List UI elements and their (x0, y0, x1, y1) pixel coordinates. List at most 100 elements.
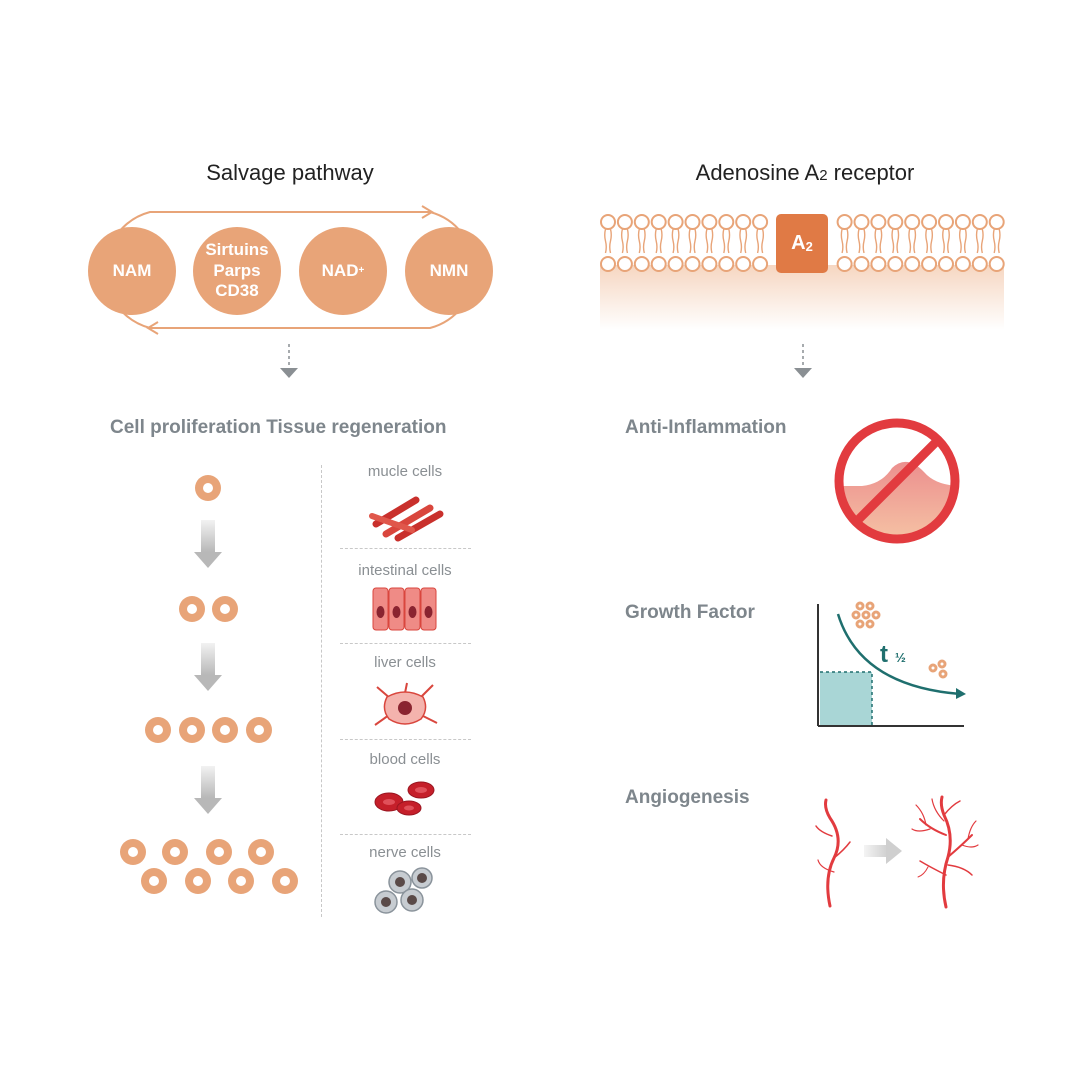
nmn-node: NMN (405, 227, 493, 315)
lipid-head (684, 256, 701, 272)
lipid-bilayer-icon (600, 214, 1005, 272)
lipid-tail (642, 228, 646, 254)
vertical-divider (321, 465, 322, 917)
lipid-tail (671, 228, 675, 254)
lipid-head (600, 256, 616, 272)
blood-cells-label: blood cells (369, 751, 441, 768)
muscle-cells-label: mucle cells (367, 463, 443, 480)
cell-stage2 (179, 596, 205, 622)
half-life-sub: ½ (895, 650, 906, 665)
lipid-tail (609, 228, 612, 254)
lipid-head (718, 214, 735, 230)
lipid-head (616, 214, 633, 230)
list-divider (340, 548, 471, 549)
lipid-head (853, 256, 870, 272)
cell-stage8 (120, 839, 146, 865)
nam-label: NAM (112, 260, 152, 280)
lipid-tail (727, 228, 731, 254)
lipid-head (616, 256, 633, 272)
cell-stage8 (141, 868, 167, 894)
cell-stage8 (248, 839, 274, 865)
lipid-head (954, 256, 971, 272)
lipid-head (633, 256, 650, 272)
lipid-head (938, 214, 954, 230)
salvage-pathway-title: Salvage pathway (206, 160, 374, 185)
lipid-tail (980, 228, 984, 254)
lipid-head (650, 214, 667, 230)
nam-node: NAM (88, 227, 176, 315)
lipid-head (921, 256, 938, 272)
lipid-head (988, 256, 1005, 272)
muscle-cells-icon (369, 496, 444, 542)
list-divider (340, 739, 471, 740)
lipid-tail (891, 228, 895, 254)
angiogenesis-arrow (864, 838, 902, 864)
lipid-tail (879, 228, 883, 254)
lipid-tail (710, 228, 714, 254)
a2-receptor-main: A (791, 232, 806, 254)
lipid-tail (604, 228, 607, 254)
lipid-head (600, 214, 616, 230)
lipid-tail (874, 228, 878, 254)
lipid-head (735, 214, 752, 230)
adenosine-title-sub: 2 (819, 167, 828, 184)
cell-stage8 (272, 868, 298, 894)
adenosine-title: Adenosine A2 receptor (640, 160, 970, 186)
adenosine-title-main: Adenosine A (695, 160, 820, 185)
lipid-tail (925, 228, 929, 254)
cell-stage2 (212, 596, 238, 622)
lipid-tail (896, 228, 900, 254)
lipid-head (650, 256, 667, 272)
lipid-tail (625, 228, 629, 254)
stage-arrow-3 (194, 766, 222, 814)
lipid-head (887, 214, 904, 230)
sirtuins-parps-cd38-node: Sirtuins Parps CD38 (193, 227, 281, 315)
cell-stage8 (162, 839, 188, 865)
cd38-label: CD38 (215, 281, 259, 301)
angiogenesis-label: Angiogenesis (625, 787, 750, 808)
lipid-head (921, 214, 938, 230)
nmn-label: NMN (429, 260, 469, 280)
lipid-tail (862, 228, 866, 254)
lipid-head (971, 256, 988, 272)
lipid-tail (722, 228, 726, 254)
half-life-graph-icon: t ½ (817, 601, 966, 727)
lipid-head (904, 214, 921, 230)
lipid-head (971, 214, 988, 230)
cell-stage8 (228, 868, 254, 894)
cell-stage4 (179, 717, 205, 743)
lipid-tail (705, 228, 709, 254)
lipid-tail (654, 228, 658, 254)
lipid-head (701, 256, 718, 272)
lipid-tail (913, 228, 917, 254)
lipid-tail (761, 228, 765, 254)
lipid-tail (992, 228, 996, 254)
lipid-head (667, 256, 684, 272)
half-life-t: t (880, 641, 888, 668)
lipid-tail (637, 228, 641, 254)
lipid-head (988, 214, 1005, 230)
lipid-tail (997, 228, 1001, 254)
cell-stage8 (206, 839, 232, 865)
vessel-after-icon (911, 795, 979, 909)
lipid-tail (676, 228, 680, 254)
cell-stage4 (145, 717, 171, 743)
cell-stage1 (195, 475, 221, 501)
lipid-head (701, 214, 718, 230)
vessel-before-icon (815, 798, 851, 908)
lipid-head (836, 214, 853, 230)
lipid-head (752, 214, 769, 230)
lipid-head (667, 214, 684, 230)
adenosine-title-end: receptor (827, 160, 915, 185)
membrane-gradient (600, 265, 1004, 330)
a2-receptor-sub: 2 (805, 239, 813, 254)
lipid-head (752, 256, 769, 272)
lipid-tail (930, 228, 934, 254)
sirtuins-label: Sirtuins (205, 240, 269, 260)
stage-arrow-1 (194, 520, 222, 568)
cell-stage4 (212, 717, 238, 743)
intestinal-cells-icon (372, 587, 437, 631)
lipid-tail (975, 228, 979, 254)
liver-cells-label: liver cells (374, 654, 436, 671)
